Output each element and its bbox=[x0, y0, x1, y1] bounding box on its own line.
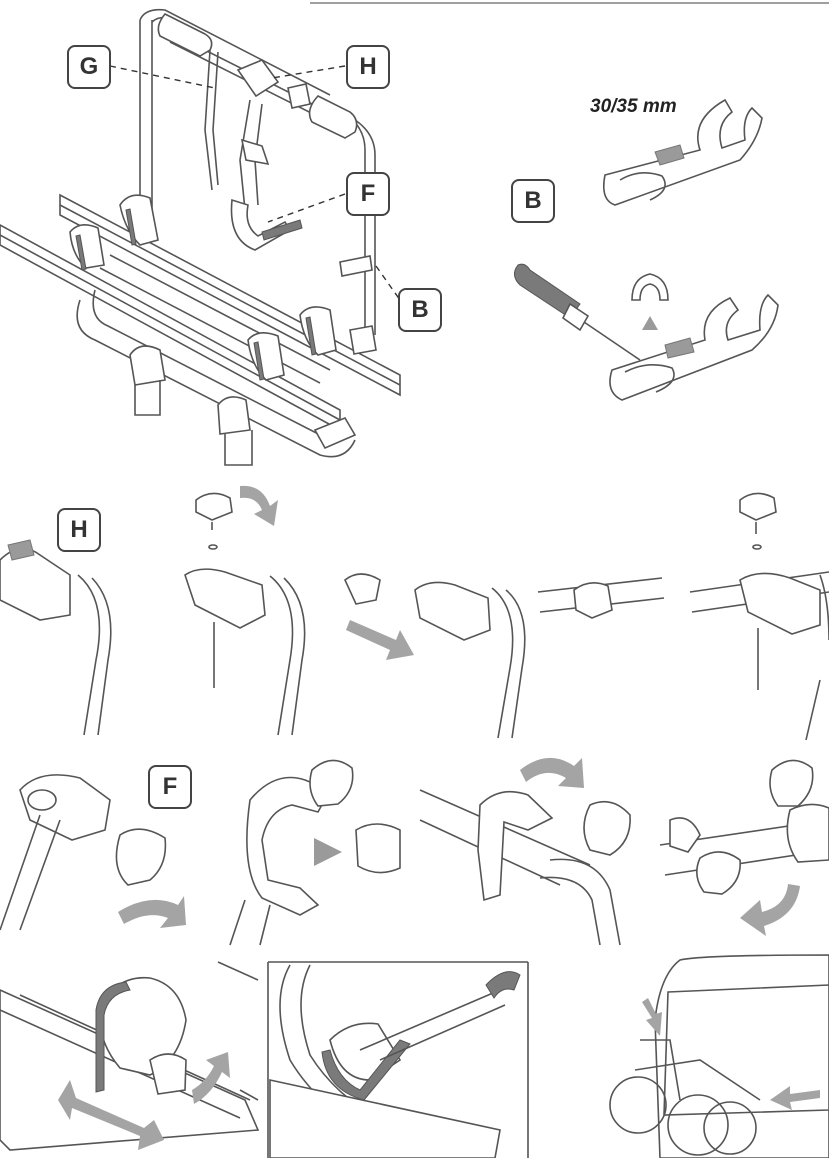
tube-diameter-text: 30/35 mm bbox=[590, 96, 677, 117]
label-h: H bbox=[346, 45, 390, 89]
final-steps bbox=[0, 954, 829, 1158]
bracket-b-detail bbox=[514, 98, 779, 401]
label-b-detail: B bbox=[511, 179, 555, 223]
label-h-section: H bbox=[57, 508, 101, 552]
bike-carrier-overview bbox=[0, 8, 401, 466]
label-b: B bbox=[398, 288, 442, 332]
label-g: G bbox=[67, 45, 111, 89]
f-assembly-steps bbox=[0, 757, 829, 946]
label-f-section: F bbox=[148, 765, 192, 809]
h-assembly-steps bbox=[0, 485, 829, 741]
label-f: F bbox=[346, 172, 390, 216]
